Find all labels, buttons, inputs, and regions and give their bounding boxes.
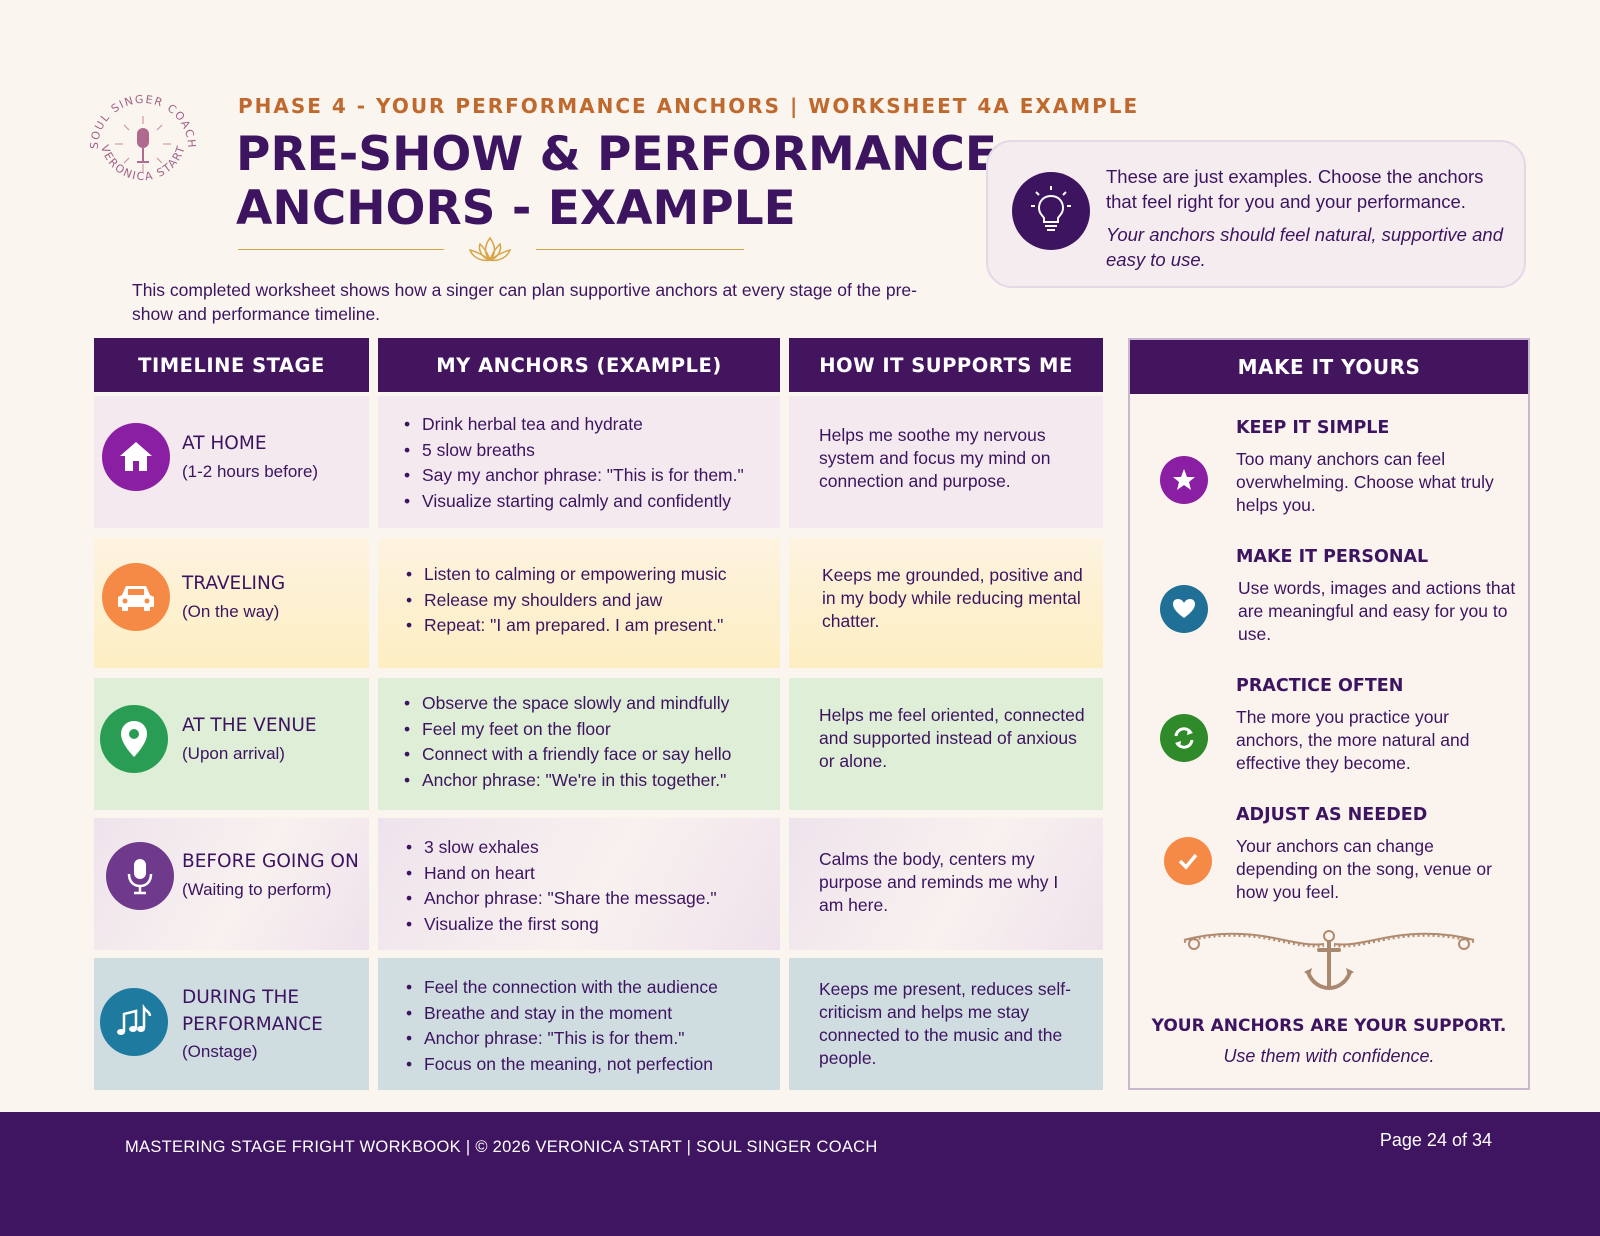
anchors-list: 3 slow exhales Hand on heart Anchor phra… (406, 835, 770, 937)
note-italic: Your anchors should feel natural, suppor… (1106, 224, 1503, 270)
tip-title: KEEP IT SIMPLE (1236, 418, 1390, 438)
lightbulb-icon (1012, 172, 1090, 250)
supports-text: Calms the body, centers my purpose and r… (819, 849, 1059, 915)
stage-subtitle: (Upon arrival) (182, 744, 285, 763)
anchors-list: Drink herbal tea and hydrate 5 slow brea… (404, 412, 770, 514)
stage-cell-traveling: TRAVELING (On the way) (94, 538, 369, 668)
list-item: Breathe and stay in the moment (406, 1001, 770, 1027)
supports-cell-during: Keeps me present, reduces self-criticism… (789, 958, 1103, 1090)
tip-title: ADJUST AS NEEDED (1236, 805, 1428, 825)
tip-title: PRACTICE OFTEN (1236, 676, 1404, 696)
microphone-icon (106, 842, 174, 910)
stage-subtitle: (Onstage) (182, 1042, 258, 1061)
panel-title: MAKE IT YOURS (1130, 340, 1528, 394)
col-header-stage: TIMELINE STAGE (94, 338, 369, 392)
list-item: Release my shoulders and jaw (406, 588, 770, 614)
closing-statement: YOUR ANCHORS ARE YOUR SUPPORT. (1151, 1016, 1507, 1036)
supports-text: Keeps me grounded, positive and in my bo… (822, 565, 1083, 631)
list-item: Visualize the first song (406, 912, 770, 938)
tip-text: The more you practice your anchors, the … (1236, 707, 1470, 773)
list-item: Say my anchor phrase: "This is for them.… (404, 463, 770, 489)
stage-title: BEFORE GOING ON (182, 851, 359, 872)
supports-text: Keeps me present, reduces self-criticism… (819, 979, 1071, 1068)
supports-text: Helps me feel oriented, connected and su… (819, 705, 1085, 771)
brand-logo: SOUL SINGER COACH VERONICA START (84, 84, 202, 202)
supports-cell-before: Calms the body, centers my purpose and r… (789, 818, 1103, 950)
list-item: Observe the space slowly and mindfully (404, 691, 770, 717)
supports-cell-home: Helps me soothe my nervous system and fo… (789, 396, 1103, 528)
note-text: These are just examples. Choose the anch… (1106, 166, 1484, 212)
list-item: Anchor phrase: "We're in this together." (404, 768, 770, 794)
make-it-yours-panel: MAKE IT YOURS KEEP IT SIMPLE Too many an… (1128, 338, 1530, 1090)
star-icon (1160, 456, 1208, 504)
anchors-cell-venue: Observe the space slowly and mindfully F… (378, 678, 780, 810)
anchors-list: Observe the space slowly and mindfully F… (404, 691, 770, 793)
list-item: Drink herbal tea and hydrate (404, 412, 770, 438)
list-item: Feel my feet on the floor (404, 717, 770, 743)
col-header-supports: HOW IT SUPPORTS ME (789, 338, 1103, 392)
col-header-anchors: MY ANCHORS (EXAMPLE) (378, 338, 780, 392)
footer-credits: MASTERING STAGE FRIGHT WORKBOOK | © 2026… (125, 1138, 878, 1156)
supports-cell-traveling: Keeps me grounded, positive and in my bo… (789, 538, 1103, 668)
supports-cell-venue: Helps me feel oriented, connected and su… (789, 678, 1103, 810)
lotus-icon (468, 236, 512, 262)
page-title: PRE-SHOW & PERFORMANCE ANCHORS - EXAMPLE (236, 127, 998, 236)
tip-title: MAKE IT PERSONAL (1236, 547, 1429, 567)
car-icon (102, 563, 170, 631)
list-item: Repeat: "I am prepared. I am present." (406, 613, 770, 639)
tip-text: Use words, images and actions that are m… (1238, 578, 1516, 644)
list-item: 3 slow exhales (406, 835, 770, 861)
rope-anchor-divider (1174, 928, 1484, 998)
title-line-2: ANCHORS - EXAMPLE (236, 181, 796, 236)
refresh-icon (1160, 714, 1208, 762)
title-line-1: PRE-SHOW & PERFORMANCE (236, 127, 998, 182)
list-item: Anchor phrase: "This is for them." (406, 1026, 770, 1052)
page-number: Page 24 of 34 (1379, 1130, 1492, 1150)
anchors-cell-during: Feel the connection with the audience Br… (378, 958, 780, 1090)
list-item: 5 slow breaths (404, 438, 770, 464)
location-pin-icon (100, 705, 168, 773)
home-icon (102, 423, 170, 491)
music-notes-icon (100, 988, 168, 1056)
heart-icon (1160, 585, 1208, 633)
lotus-divider (238, 234, 744, 264)
check-icon (1164, 837, 1212, 885)
phase-label: PHASE 4 - YOUR PERFORMANCE ANCHORS | WOR… (238, 94, 1140, 118)
anchors-list: Listen to calming or empowering music Re… (406, 562, 770, 639)
examples-note: These are just examples. Choose the anch… (986, 140, 1526, 288)
list-item: Feel the connection with the audience (406, 975, 770, 1001)
stage-title: TRAVELING (182, 573, 286, 594)
tip-text: Your anchors can change depending on the… (1236, 836, 1492, 902)
stage-title: AT THE VENUE (182, 715, 317, 736)
intro-text: This completed worksheet shows how a sin… (132, 280, 917, 324)
stage-cell-venue: AT THE VENUE (Upon arrival) (94, 678, 369, 810)
tip-text: Too many anchors can feel overwhelming. … (1236, 449, 1494, 515)
list-item: Anchor phrase: "Share the message." (406, 886, 770, 912)
anchors-cell-home: Drink herbal tea and hydrate 5 slow brea… (378, 396, 780, 528)
page-footer: MASTERING STAGE FRIGHT WORKBOOK | © 2026… (0, 1112, 1600, 1236)
stage-cell-home: AT HOME (1-2 hours before) (94, 396, 369, 528)
supports-text: Helps me soothe my nervous system and fo… (819, 425, 1051, 491)
list-item: Listen to calming or empowering music (406, 562, 770, 588)
stage-title: DURING THE PERFORMANCE (182, 987, 323, 1035)
list-item: Hand on heart (406, 861, 770, 887)
list-item: Connect with a friendly face or say hell… (404, 742, 770, 768)
stage-cell-during: DURING THE PERFORMANCE (Onstage) (94, 958, 369, 1090)
stage-subtitle: (Waiting to perform) (182, 880, 332, 899)
list-item: Visualize starting calmly and confidentl… (404, 489, 770, 515)
anchors-cell-before: 3 slow exhales Hand on heart Anchor phra… (378, 818, 780, 950)
stage-title: AT HOME (182, 433, 267, 454)
anchors-cell-traveling: Listen to calming or empowering music Re… (378, 538, 780, 668)
anchors-list: Feel the connection with the audience Br… (406, 975, 770, 1077)
stage-subtitle: (1-2 hours before) (182, 462, 319, 481)
list-item: Focus on the meaning, not perfection (406, 1052, 770, 1078)
stage-subtitle: (On the way) (182, 602, 280, 621)
stage-cell-before: BEFORE GOING ON (Waiting to perform) (94, 818, 369, 950)
closing-tagline: Use them with confidence. (1223, 1046, 1435, 1066)
